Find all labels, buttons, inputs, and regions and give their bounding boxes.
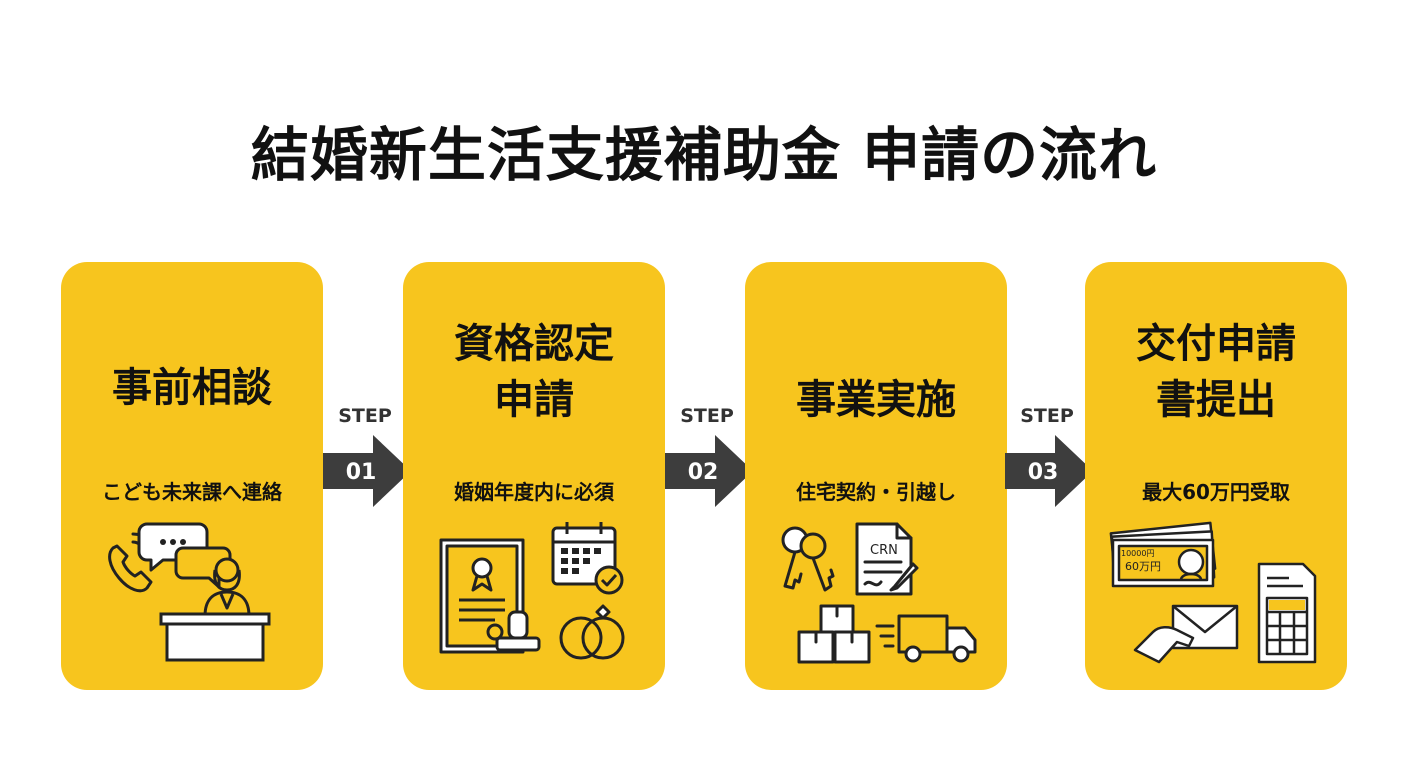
step-title: 資格認定 申請 xyxy=(454,321,614,423)
page-title: 結婚新生活支援補助金 申請の流れ xyxy=(250,121,1158,189)
step-card-consultation: 事前相談 こども未来課へ連絡 xyxy=(61,262,323,690)
step-subtitle: こども未来課へ連絡 xyxy=(102,480,282,504)
invoice-document-icon xyxy=(1257,562,1317,664)
phone-icon xyxy=(108,544,153,593)
contract-document-icon xyxy=(855,522,919,596)
step-card-eligibility: 資格認定 申請 婚姻年度内に必須 xyxy=(403,262,665,690)
step-title: 事業実施 xyxy=(796,377,956,423)
grant-illustration-icon: 10000円 60万円 xyxy=(1109,521,1317,664)
step-card-implementation: 事業実施 住宅契約・引越し xyxy=(745,262,1007,690)
step-title: 交付申請 書提出 xyxy=(1136,321,1296,423)
implementation-illustration-icon: CRN xyxy=(781,522,977,664)
step-label: STEP xyxy=(338,405,392,427)
step-card-grant-application: 交付申請 書提出 最大60万円受取 xyxy=(1085,262,1347,690)
wedding-rings-icon xyxy=(559,604,625,660)
step-label: STEP xyxy=(1020,405,1074,427)
step-arrow-icon: 02 xyxy=(665,435,753,507)
step-subtitle: 最大60万円受取 xyxy=(1142,480,1290,504)
step-number: 03 xyxy=(1028,460,1059,485)
step-subtitle: 住宅契約・引越し xyxy=(796,480,956,504)
reception-desk-icon xyxy=(159,612,271,662)
stamp-icon xyxy=(486,610,541,652)
eligibility-illustration-icon xyxy=(439,522,625,660)
speech-bubble-icon xyxy=(174,546,232,589)
banknotes-icon xyxy=(1109,521,1217,588)
step-label: STEP xyxy=(680,405,734,427)
step-arrow-icon: 03 xyxy=(1005,435,1093,507)
banknote-denomination: 10000円 xyxy=(1121,549,1154,558)
check-circle-icon xyxy=(594,565,624,595)
hand-envelope-icon xyxy=(1133,604,1239,664)
moving-boxes-icon xyxy=(797,604,871,664)
banknote-amount: 60万円 xyxy=(1125,560,1161,573)
consultation-illustration-icon xyxy=(108,522,271,662)
contract-label: CRN xyxy=(870,543,898,558)
step-title: 事前相談 xyxy=(112,365,272,411)
staff-person-icon xyxy=(203,557,251,618)
step-number: 01 xyxy=(346,460,377,485)
step-subtitle: 婚姻年度内に必須 xyxy=(454,480,614,504)
keys-icon xyxy=(781,526,835,592)
step-arrow-icon: 01 xyxy=(323,435,411,507)
moving-truck-icon xyxy=(875,614,977,663)
step-number: 02 xyxy=(688,460,719,485)
